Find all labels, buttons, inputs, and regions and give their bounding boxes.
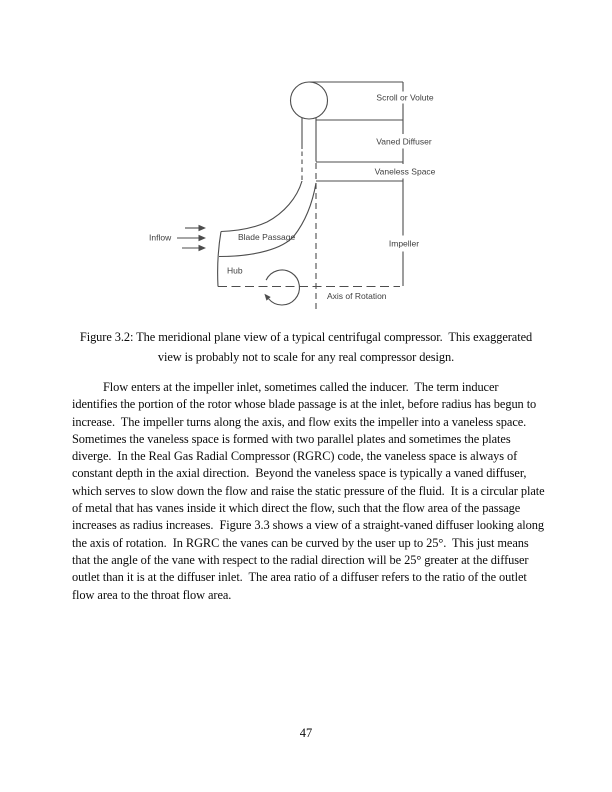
- label-vaned-diffuser: Vaned Diffuser: [376, 137, 432, 147]
- body-paragraph: Flow enters at the impeller inlet, somet…: [72, 380, 545, 602]
- label-blade-passage: Blade Passage: [238, 232, 295, 242]
- hub-curve: [218, 182, 317, 258]
- inflow-arrows: [177, 224, 206, 252]
- label-vaneless-space: Vaneless Space: [375, 167, 436, 177]
- figure-caption: Figure 3.2: The meridional plane view of…: [79, 330, 533, 364]
- label-inflow: Inflow: [149, 233, 172, 243]
- inflow-arrow-head: [198, 234, 206, 242]
- inlet-leading-edge: [217, 231, 222, 287]
- rotation-arrow-head: [264, 293, 271, 301]
- inflow-arrow-head: [198, 224, 206, 232]
- label-impeller: Impeller: [389, 239, 419, 249]
- inflow-arrow-head: [198, 244, 206, 252]
- label-hub: Hub: [227, 266, 243, 276]
- scroll-volute-circle: [289, 81, 329, 120]
- rotation-arrow: [264, 269, 300, 306]
- label-axis-of-rotation: Axis of Rotation: [327, 291, 387, 301]
- rotation-arrow-arc: [265, 269, 300, 306]
- shroud-curve: [220, 180, 303, 233]
- label-scroll-or-volute: Scroll or Volute: [376, 93, 433, 103]
- page-number: 47: [299, 726, 313, 740]
